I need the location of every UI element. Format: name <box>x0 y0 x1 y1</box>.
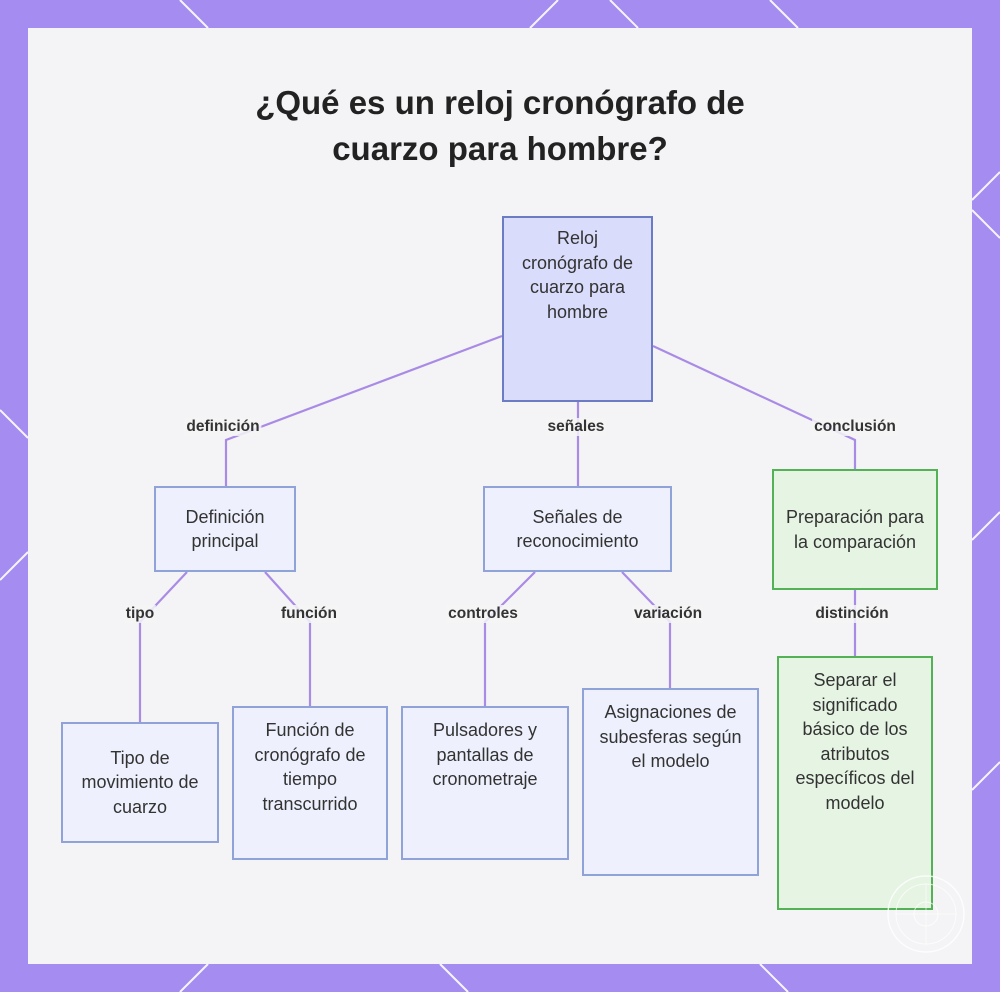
node-pushers: Pulsadores y pantallas de cronometraje <box>401 706 569 860</box>
node-separate-meaning: Separar el significado básico de los atr… <box>777 656 933 910</box>
edge-label-senales: señales <box>545 418 607 436</box>
connector-root-definition <box>224 334 503 488</box>
node-subdials: Asignaciones de subesferas según el mode… <box>582 688 759 876</box>
node-signals: Señales de reconocimiento <box>483 486 672 572</box>
node-chrono-function: Función de cronógrafo de tiempo transcur… <box>232 706 388 860</box>
edge-label-tipo: tipo <box>123 605 157 623</box>
edge-label-distincion: distinción <box>813 605 891 623</box>
connector-definition-type <box>138 571 188 724</box>
connector-definition-function <box>264 571 312 708</box>
node-root: Reloj cronógrafo de cuarzo para hombre <box>502 216 653 402</box>
connector-signals-subdials <box>621 571 672 690</box>
edge-label-conclusion: conclusión <box>812 418 898 436</box>
diagram-title: ¿Qué es un reloj cronógrafo de cuarzo pa… <box>0 80 1000 172</box>
connector-root-preparation <box>652 345 857 470</box>
connector-signals-pushers <box>483 571 536 708</box>
title-line-2: cuarzo para hombre? <box>332 130 668 167</box>
title-line-1: ¿Qué es un reloj cronógrafo de <box>255 84 745 121</box>
edge-label-funcion: función <box>279 605 339 623</box>
edge-label-variacion: variación <box>631 605 705 623</box>
edge-label-definicion: definición <box>184 418 262 436</box>
node-preparation: Preparación para la comparación <box>772 469 938 590</box>
node-definition: Definición principal <box>154 486 296 572</box>
node-movement-type: Tipo de movimiento de cuarzo <box>61 722 219 843</box>
edge-label-controles: controles <box>446 605 520 623</box>
seal-logo-icon <box>887 875 965 953</box>
